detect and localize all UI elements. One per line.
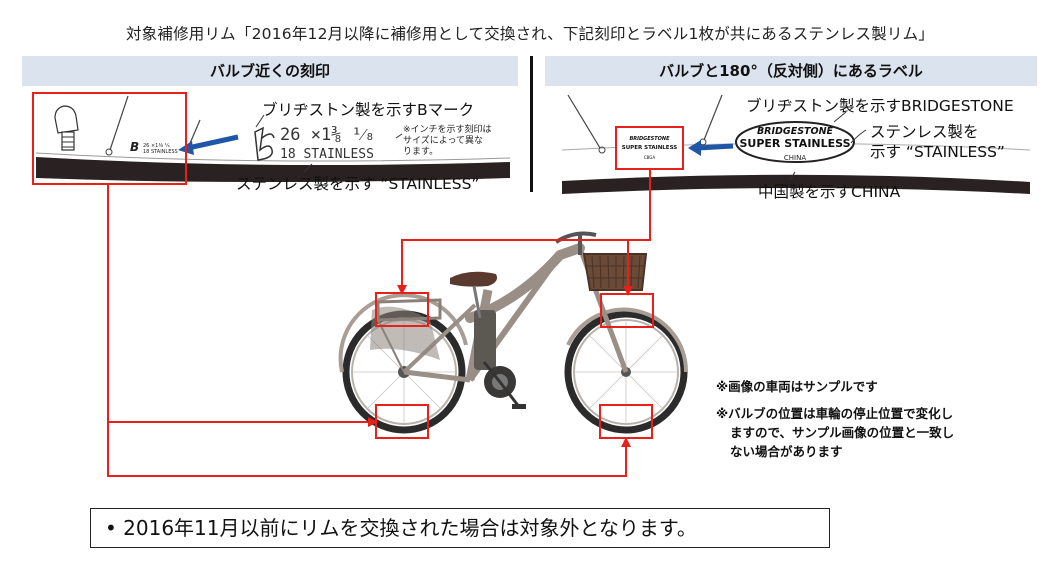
bottom-notice: • 2016年11月以前にリムを交換された場合は対象外となります。	[90, 508, 830, 548]
connector-lines	[107, 169, 651, 477]
engraving-code: 18 STAINLESS	[280, 147, 374, 162]
right-panel-header: バルブと180°（反対側）にあるラベル	[545, 56, 1037, 86]
svg-text:B: B	[130, 140, 139, 154]
small-badge-origin: CBGA	[643, 155, 656, 160]
svg-text:18 STAINLESS: 18 STAINLESS	[143, 149, 178, 155]
bicycle-illustration	[338, 231, 689, 434]
label-stainless-left: ステンレス製を示す “STAINLESS”	[236, 175, 480, 193]
note-sample: ※画像の車両はサンプルです	[716, 379, 878, 394]
valve-icon	[54, 105, 79, 151]
badge-origin-text: CHINA	[783, 154, 807, 162]
highlight-box-engraving	[32, 92, 187, 185]
left-panel-header: バルブ近くの刻印	[22, 56, 518, 86]
inch-note: ※インチを示す刻印は サイズによって異な ります。	[403, 125, 492, 157]
label-stainless-right-2: 示す “STAINLESS”	[870, 143, 1005, 161]
spoke-line	[109, 95, 129, 151]
left-rim-band	[36, 157, 510, 182]
note-valve-3: ない場合があります	[730, 444, 843, 459]
small-badge-brand: BRIDGESTONE	[629, 136, 670, 142]
rim-engraving-mark: B 26 ×1⅜ ¹⁄₈ 18 STAINLESS	[130, 140, 178, 155]
blue-arrow-left	[187, 134, 239, 151]
right-rim-closeup	[561, 94, 1031, 194]
blue-arrow-right	[697, 143, 734, 151]
label-stainless-right-1: ステンレス製を	[870, 123, 979, 141]
engraving-size: 26 ×1⅜ ¹⁄₈	[280, 125, 375, 145]
svg-text:26 ×1⅜ ¹⁄₈: 26 ×1⅜ ¹⁄₈	[143, 143, 170, 149]
small-badge-product: SUPER STAINLESS	[621, 145, 678, 151]
label-china: 中国製を示すCHINA	[758, 183, 901, 201]
note-valve-1: ※バルブの位置は車輪の停止位置で変化し	[716, 406, 954, 421]
highlight-box-label	[615, 126, 684, 170]
left-rim-closeup: B 26 ×1⅜ ¹⁄₈ 18 STAINLESS	[35, 95, 511, 182]
b-mark-icon	[254, 126, 275, 161]
front-wheel	[564, 310, 688, 434]
badge-brand-text: BRIDGESTONE	[756, 126, 834, 137]
note-valve-2: ますので、サンプル画像の位置と一致し	[730, 425, 955, 440]
badge-product-text: SUPER STAINLESS	[739, 137, 851, 150]
label-b-mark: ブリヂストン製を示すBマーク	[262, 101, 475, 119]
panel-divider	[530, 56, 533, 192]
page-title: 対象補修用リム「2016年12月以降に補修用として交換され、下記刻印とラベル1枚…	[125, 25, 935, 43]
label-bridgestone: ブリヂストン製を示すBRIDGESTONE	[746, 97, 1014, 115]
stainless-badge	[735, 121, 855, 163]
